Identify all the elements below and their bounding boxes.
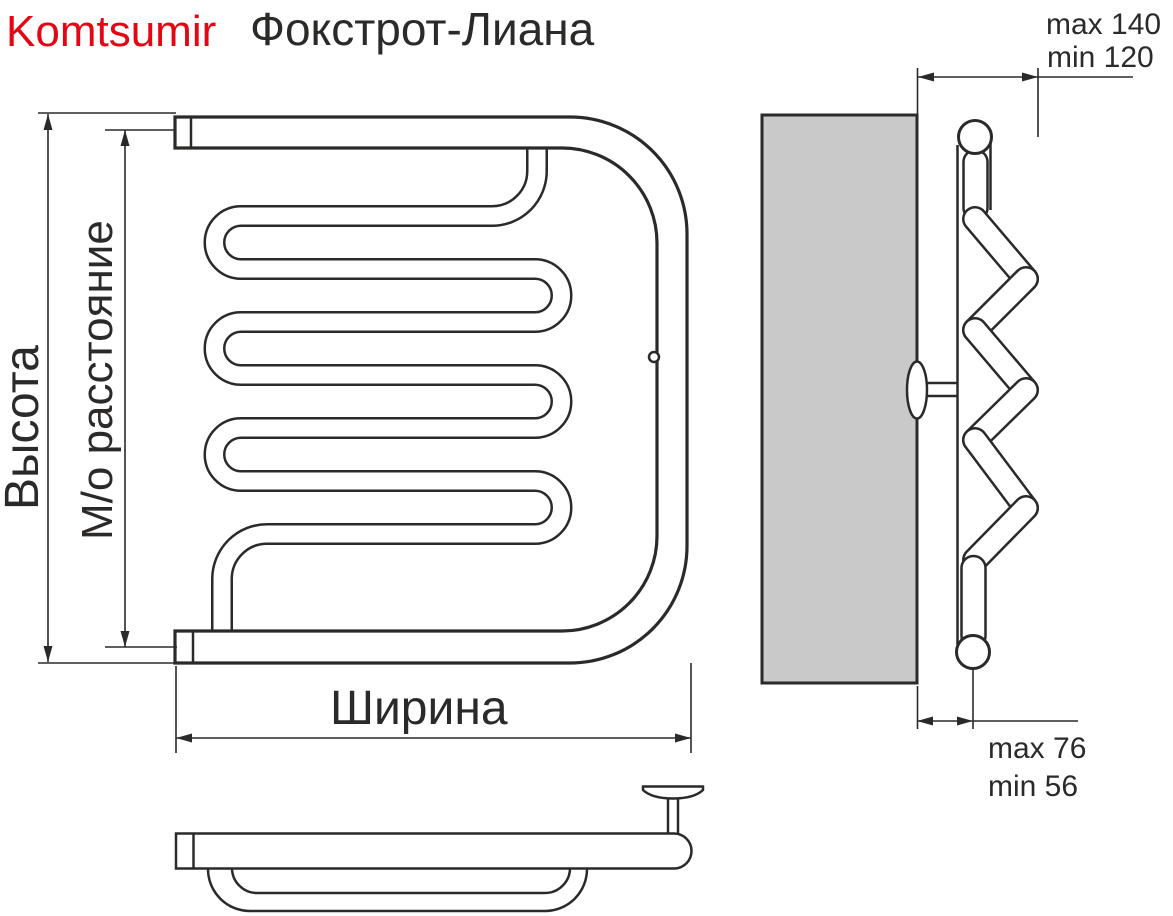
mo-distance-dimension: М/о расстояние (73, 129, 177, 648)
brand-logo-text: Komtsumir (6, 7, 216, 56)
pipe-profile (955, 119, 1039, 670)
bottom-bar-end-circle (955, 634, 991, 670)
bracket-plate (641, 785, 705, 800)
wall-offset-top-dimension: max 140 min 120 (916, 8, 1161, 137)
zigzag-coil (962, 206, 1039, 573)
wall-offset-bottom-min: min 56 (988, 770, 1078, 803)
height-dimension: Высота (0, 112, 177, 664)
width-dimension: Ширина (175, 663, 692, 753)
coil-loop-inner (230, 858, 572, 895)
side-view: max 140 min 120 max 76 min 56 (760, 8, 1161, 803)
wall-offset-bottom-max: max 76 (988, 732, 1086, 765)
top-view (174, 785, 705, 913)
coil-loop-outer (206, 858, 589, 913)
front-view (173, 115, 689, 665)
height-label: Высота (0, 345, 49, 510)
wall-offset-top-min: min 120 (1047, 41, 1154, 74)
air-vent-hole (647, 350, 661, 364)
bar-top-view (174, 832, 693, 870)
serpentine-coil (203, 140, 573, 640)
wall-offset-top-max: max 140 (1046, 8, 1161, 41)
wall-offset-bottom-dimension: max 76 min 56 (916, 669, 1086, 803)
wall (760, 113, 919, 685)
mo-distance-label: М/о расстояние (73, 220, 122, 540)
width-label: Ширина (330, 682, 508, 735)
model-title: Фокстрот-Лиана (250, 3, 595, 55)
collector-frame (173, 115, 689, 665)
top-bar-end-circle (957, 119, 993, 155)
bracket-flange (905, 360, 929, 420)
